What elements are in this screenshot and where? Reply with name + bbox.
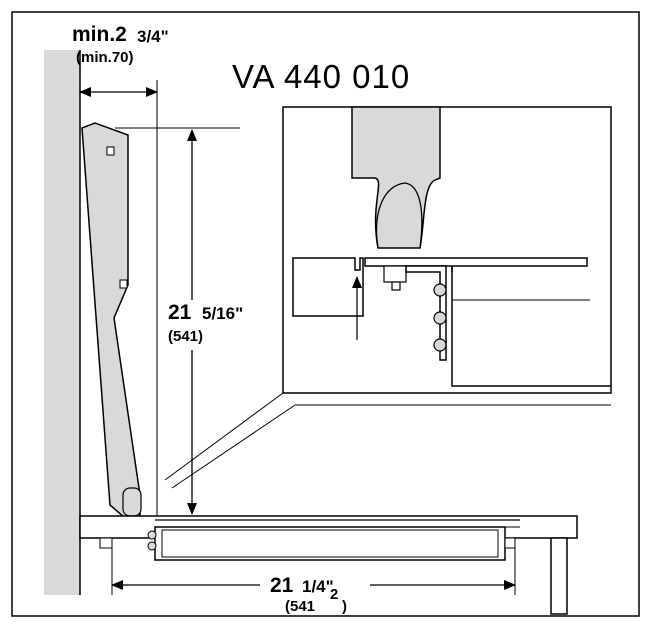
width-inch-whole: 21 bbox=[270, 574, 294, 597]
width-metric: (541 bbox=[285, 598, 316, 615]
clearance-metric: (min.70) bbox=[76, 49, 134, 66]
width-metric-close: ) bbox=[342, 598, 347, 615]
height-inch-whole: 21 bbox=[168, 301, 192, 324]
height-dimension bbox=[115, 127, 240, 515]
outer-frame bbox=[11, 11, 640, 617]
appliance-base bbox=[79, 515, 578, 615]
clearance-dimension bbox=[79, 80, 158, 520]
wall bbox=[44, 50, 80, 595]
clearance-inch-fraction: 3/4" bbox=[137, 27, 169, 46]
width-inch-subscript: 2 bbox=[330, 586, 339, 603]
model-number: VA 440 010 bbox=[232, 58, 411, 95]
height-metric: (541) bbox=[168, 328, 204, 345]
detail-box bbox=[164, 106, 612, 489]
height-inch-fraction: 5/16" bbox=[202, 304, 244, 323]
width-inch-fraction: 1/4" bbox=[302, 577, 334, 596]
clearance-inch-whole: min.2 bbox=[72, 23, 127, 46]
open-lid bbox=[81, 122, 142, 529]
